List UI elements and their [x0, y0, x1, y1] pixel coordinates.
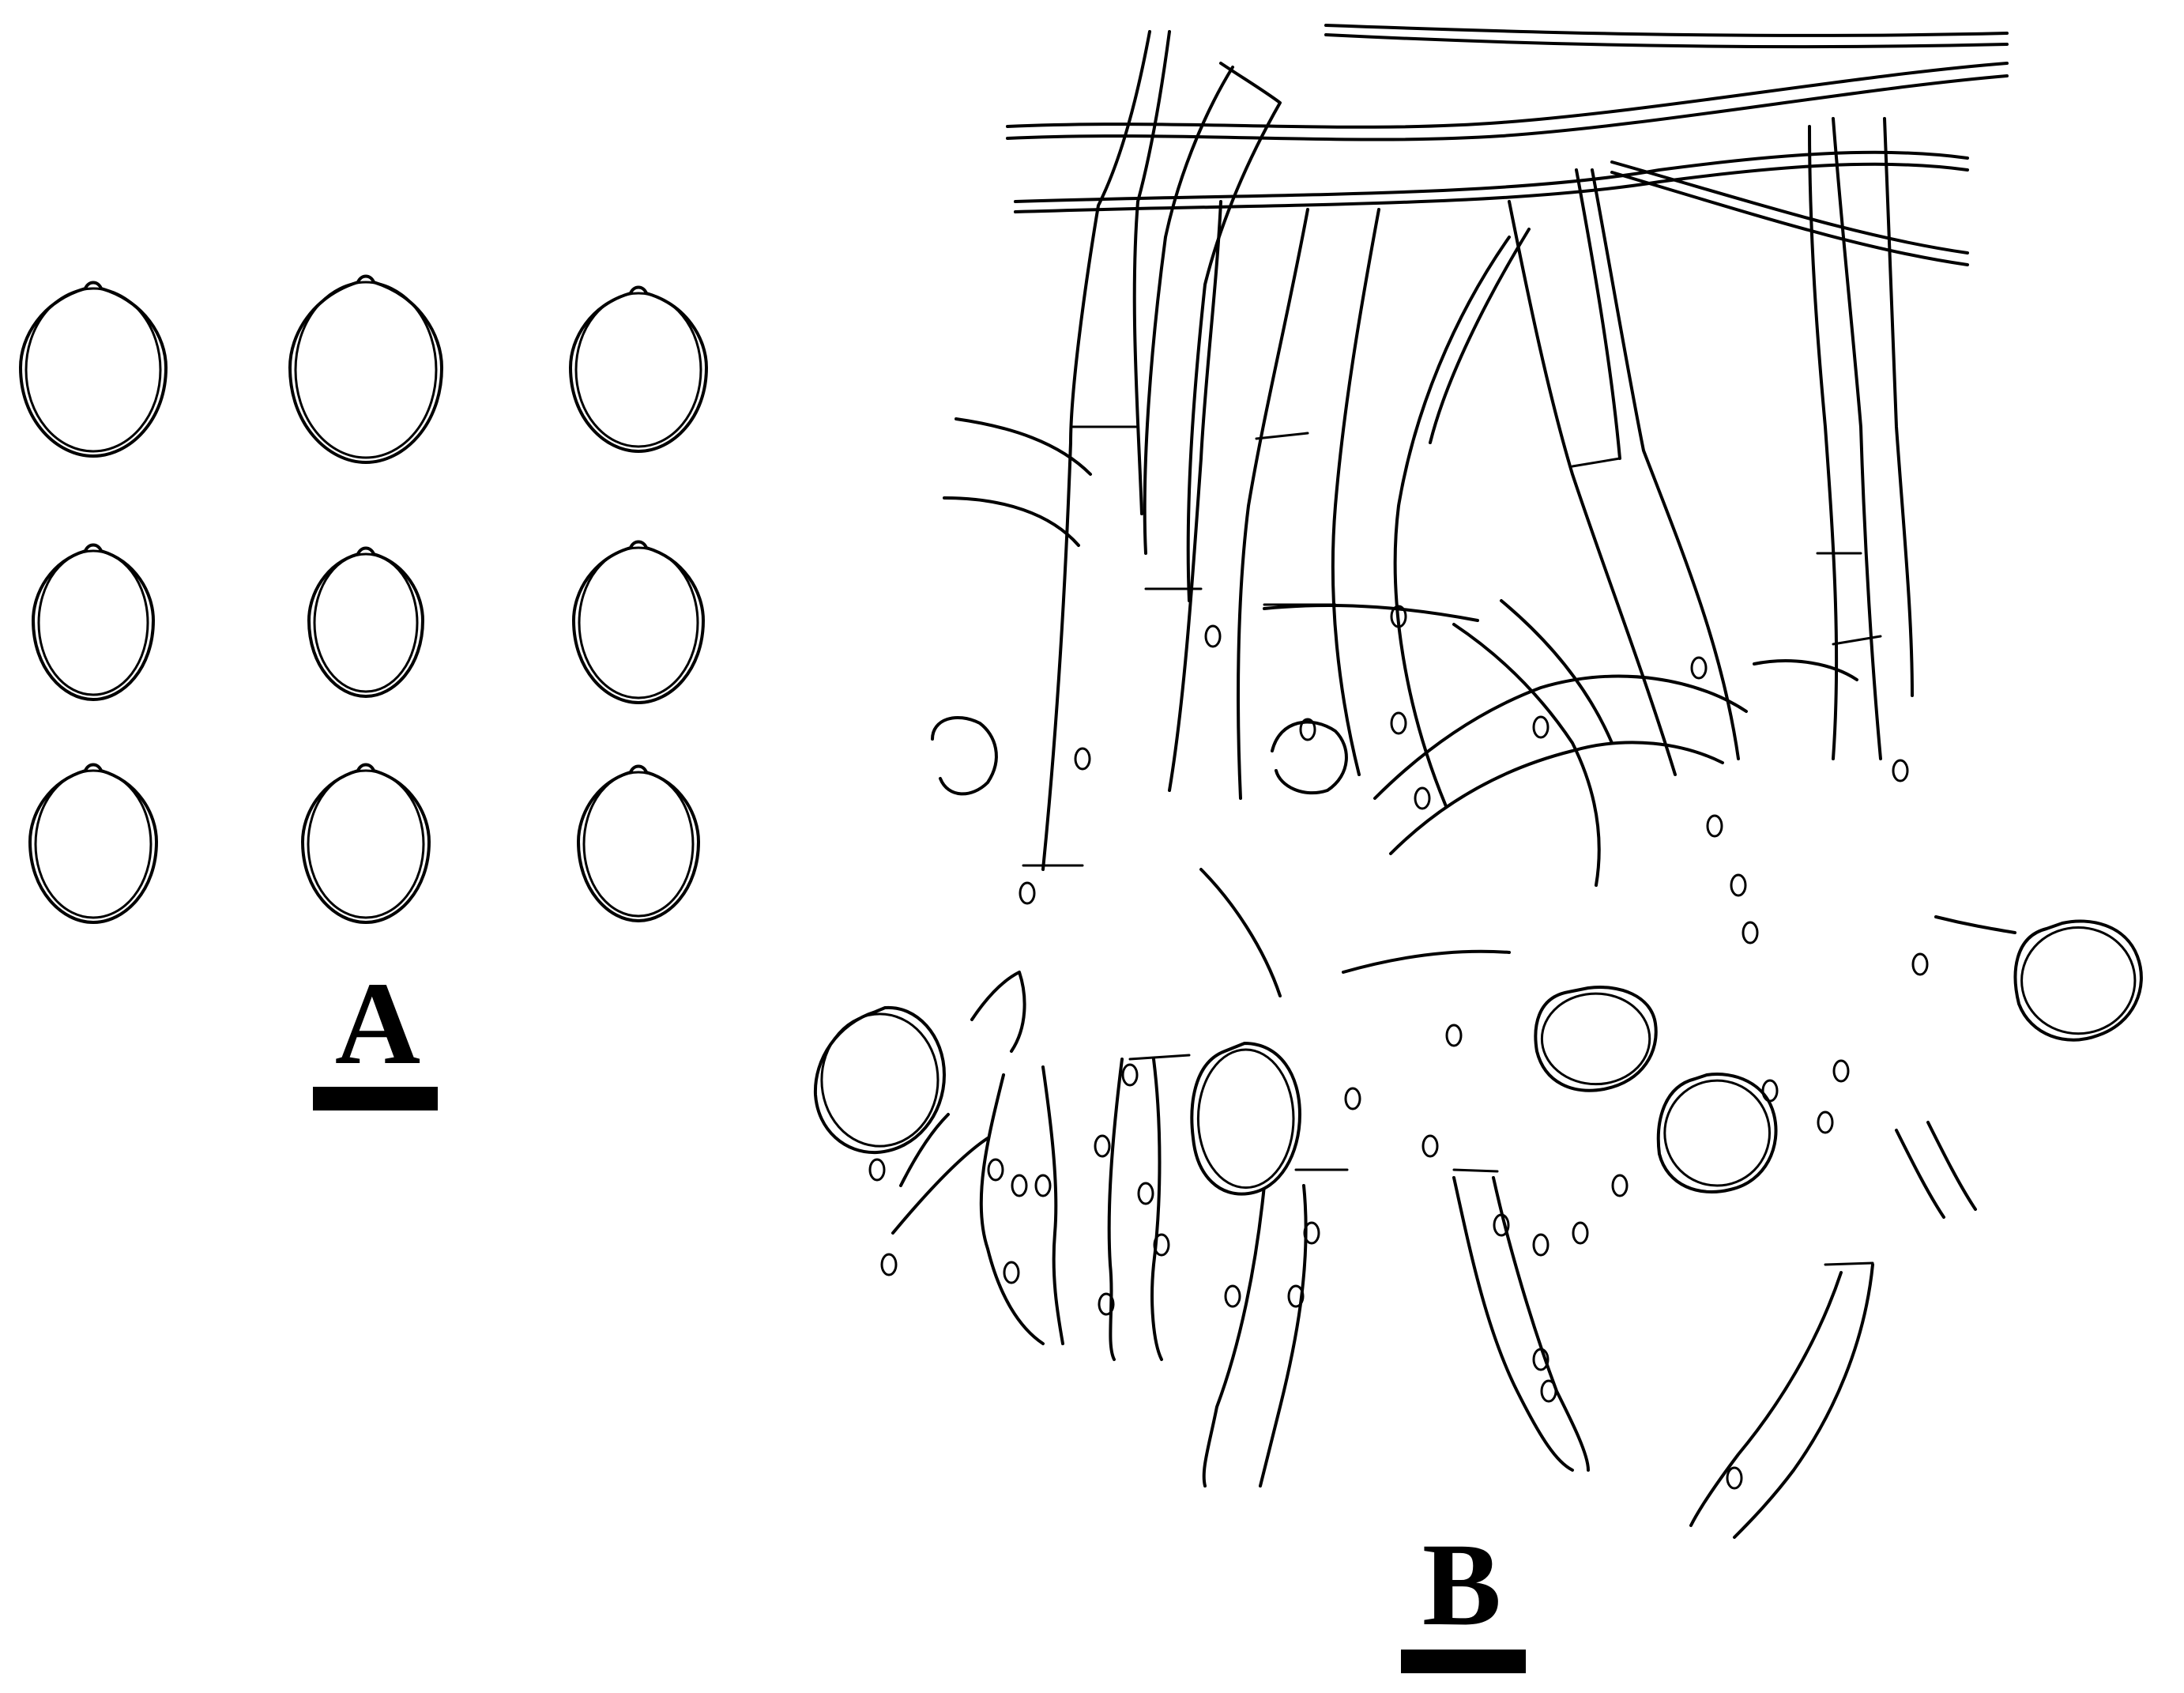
- spore-grid: [19, 274, 708, 924]
- panel-label-a: A: [335, 958, 420, 1089]
- attached-spore-inner-wall: [1540, 992, 1651, 1086]
- spore: [19, 281, 168, 458]
- hyphal-dot: [1137, 1182, 1154, 1205]
- vertical-hyphae: [1041, 30, 1914, 871]
- attached-spore-inner-wall: [820, 1012, 939, 1148]
- hyphal-dot: [1003, 1261, 1020, 1284]
- scale-bar-a: [313, 1087, 438, 1110]
- spore-outer-wall: [32, 543, 155, 701]
- hyphal-dot: [1532, 715, 1550, 739]
- hyphal-dot: [1706, 814, 1723, 838]
- horizontal-hyphae: [943, 24, 2009, 547]
- panel-b-hyphae: B: [813, 24, 2143, 1673]
- spore: [288, 274, 443, 464]
- attached-spores: [813, 919, 2143, 1196]
- spore-outer-wall: [307, 546, 424, 698]
- spore-inner-wall: [574, 292, 702, 448]
- attached-spore-inner-wall: [1196, 1048, 1295, 1190]
- spore-inner-wall: [578, 546, 699, 699]
- spore-outer-wall: [28, 763, 158, 924]
- spore-outer-wall: [19, 281, 168, 458]
- hyphal-septa: [1022, 425, 2016, 1266]
- spore-outer-wall: [301, 763, 431, 924]
- hyphal-dot: [987, 1158, 1004, 1182]
- spore-outer-wall: [572, 540, 705, 704]
- hyphal-dot: [1421, 1134, 1439, 1158]
- hyphal-dot: [1034, 1174, 1052, 1197]
- hyphal-dot: [1094, 1134, 1111, 1158]
- hyphal-dot: [1303, 1221, 1320, 1245]
- spore-outer-wall: [569, 285, 708, 453]
- hyphal-dot: [880, 1253, 898, 1276]
- hyphal-swellings: [931, 715, 1348, 796]
- hyphal-dot: [1611, 1174, 1629, 1197]
- spore: [307, 546, 424, 698]
- hyphal-dot: [1532, 1348, 1550, 1371]
- basidia-tips: [891, 971, 1977, 1539]
- attached-spore-inner-wall: [1663, 1079, 1772, 1187]
- spore-inner-wall: [313, 552, 419, 693]
- hyphal-dots: [868, 605, 1929, 1490]
- hyphal-dot: [1817, 1110, 1834, 1134]
- hyphal-dot: [1742, 921, 1759, 945]
- spore: [569, 285, 708, 453]
- panel-a-spores: A: [19, 274, 708, 1110]
- hyphal-dot: [1344, 1087, 1361, 1110]
- spore-inner-wall: [582, 771, 695, 918]
- panel-label-b: B: [1422, 1519, 1501, 1650]
- spore-inner-wall: [37, 549, 149, 696]
- hyphal-dot: [1892, 759, 1909, 782]
- spore-outer-wall: [288, 274, 443, 464]
- hyphal-dot: [1098, 1292, 1115, 1316]
- hyphal-dot: [1730, 873, 1747, 897]
- spore-inner-wall: [294, 281, 438, 459]
- hyphal-dot: [1445, 1024, 1463, 1047]
- spore: [28, 763, 158, 924]
- hyphal-dot: [1011, 1174, 1028, 1197]
- hyphal-dot: [1532, 1233, 1550, 1257]
- hyphal-dot: [1153, 1233, 1170, 1257]
- hyphal-dot: [1726, 1466, 1743, 1490]
- spore-inner-wall: [24, 287, 162, 453]
- spore: [301, 763, 431, 924]
- hyphal-dot: [1121, 1063, 1139, 1087]
- hyphal-dot: [1690, 656, 1708, 680]
- spore-inner-wall: [34, 769, 153, 919]
- attached-spore-inner-wall: [2020, 926, 2137, 1035]
- hyphal-dot: [1390, 711, 1407, 735]
- hyphal-dot: [1572, 1221, 1589, 1245]
- spore-outer-wall: [577, 764, 700, 922]
- spore-inner-wall: [307, 769, 425, 919]
- hyphal-dot: [1390, 605, 1407, 628]
- hyphal-dot: [1204, 624, 1222, 648]
- hyphal-dot: [1493, 1213, 1510, 1237]
- hyphal-dot: [1074, 747, 1091, 771]
- hyphal-dot: [1414, 786, 1431, 810]
- hyphal-dot: [868, 1158, 886, 1182]
- hyphal-dot: [1019, 881, 1036, 905]
- spore: [32, 543, 155, 701]
- hyphal-dot: [1540, 1379, 1557, 1403]
- hyphal-dot: [1911, 952, 1929, 976]
- hyphal-dot: [1832, 1059, 1850, 1083]
- spore: [572, 540, 705, 704]
- scale-bar-b: [1401, 1650, 1526, 1673]
- hyphal-dot: [1224, 1284, 1241, 1308]
- hyphal-dot: [1761, 1079, 1779, 1103]
- hyphal-dot: [1287, 1284, 1305, 1308]
- spore: [577, 764, 700, 922]
- hyphal-dot: [1299, 718, 1316, 741]
